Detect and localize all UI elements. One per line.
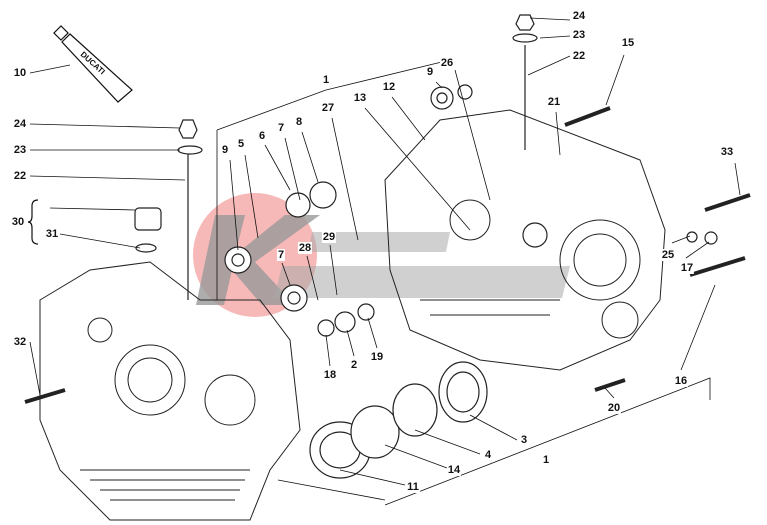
label-21: 21: [546, 96, 562, 108]
label-2: 2: [349, 359, 359, 371]
label-11: 11: [406, 481, 420, 493]
label-30: 30: [10, 216, 26, 228]
label-23: 23: [12, 144, 28, 156]
label-26: 26: [439, 57, 455, 69]
studs-and-bolts: [24, 14, 751, 404]
label-23: 23: [571, 29, 587, 41]
label-7: 7: [276, 249, 286, 261]
label-19: 19: [369, 351, 385, 363]
label-4: 4: [483, 449, 493, 461]
label-10: 10: [12, 67, 28, 79]
leader-lines: [29, 17, 741, 506]
label-13: 13: [352, 92, 368, 104]
label-24: 24: [12, 118, 28, 130]
label-3: 3: [519, 434, 529, 446]
label-14: 14: [446, 464, 462, 476]
label-16: 16: [673, 375, 689, 387]
label-9: 9: [425, 66, 435, 78]
label-24: 24: [571, 10, 587, 22]
label-33: 33: [719, 146, 735, 158]
label-25: 25: [660, 249, 676, 261]
label-6: 6: [257, 130, 267, 142]
label-12: 12: [381, 81, 397, 93]
label-32: 32: [12, 336, 28, 348]
label-29: 29: [321, 231, 337, 243]
label-7: 7: [276, 122, 286, 134]
label-17: 17: [679, 262, 695, 274]
label-15: 15: [620, 37, 636, 49]
watermark-logo: [193, 193, 570, 317]
bearings: [224, 84, 548, 479]
label-8: 8: [294, 116, 304, 128]
label-28: 28: [297, 242, 313, 254]
label-31: 31: [44, 228, 60, 240]
label-5: 5: [236, 138, 246, 150]
label-18: 18: [322, 369, 338, 381]
label-9: 9: [220, 144, 230, 156]
label-1: 1: [321, 74, 331, 86]
left-crankcase: [39, 261, 301, 521]
label-22: 22: [12, 170, 28, 182]
label-27: 27: [320, 102, 336, 114]
label-1: 1: [541, 454, 551, 466]
sealant-tube: DUCATI: [53, 25, 133, 103]
right-crankcase: [384, 109, 666, 371]
label-20: 20: [606, 402, 622, 414]
label-22: 22: [571, 50, 587, 62]
